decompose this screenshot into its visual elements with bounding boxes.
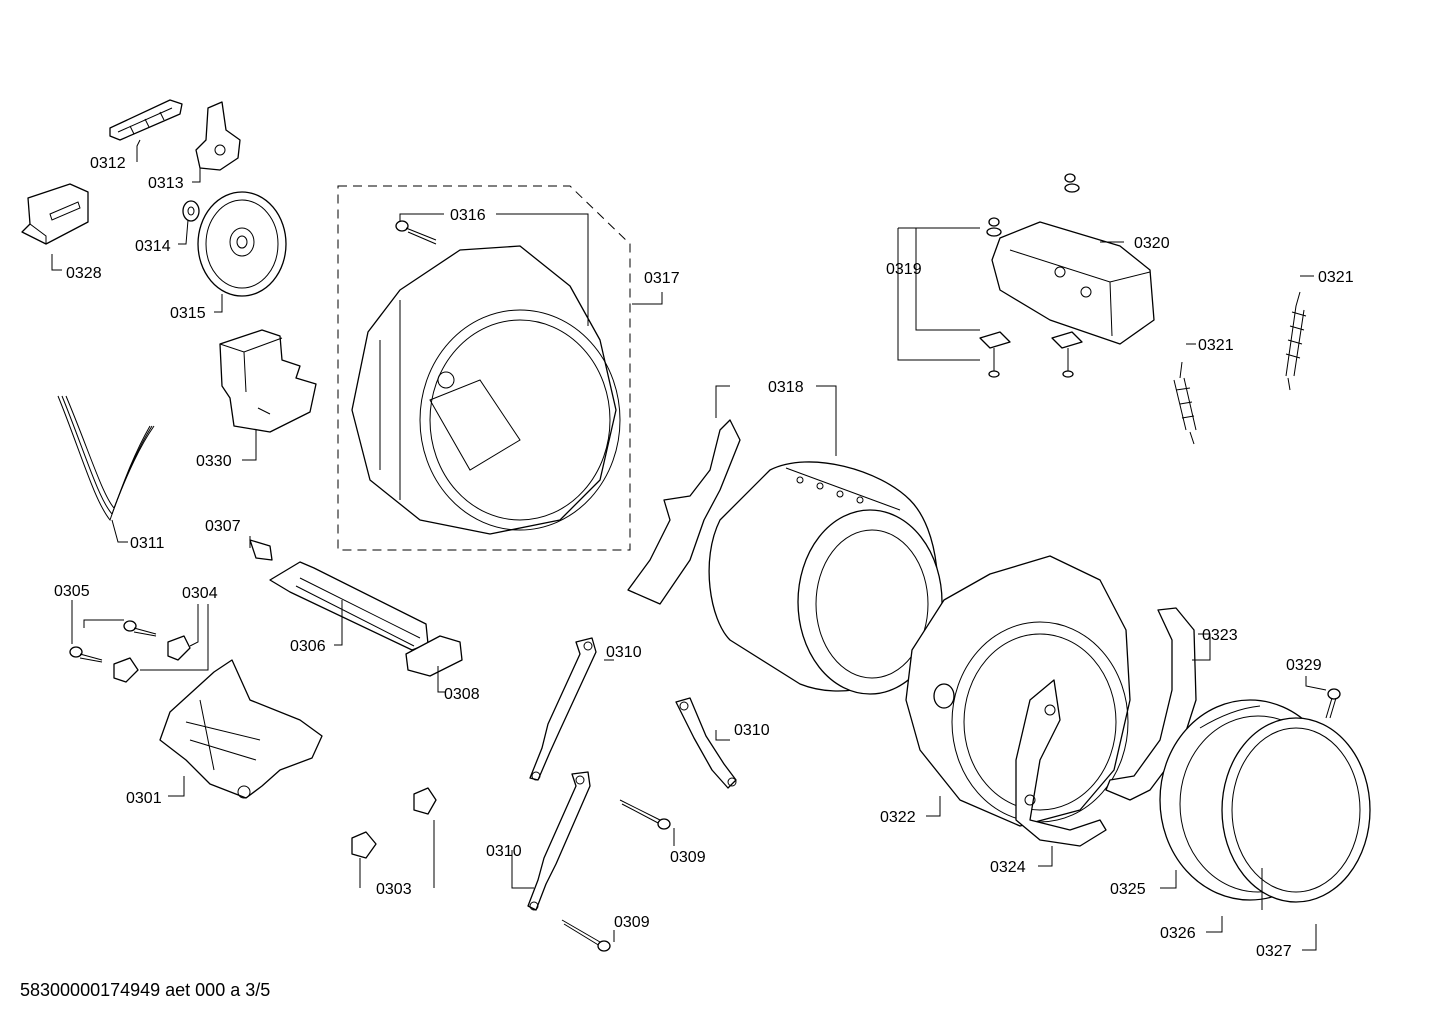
part-0306-heater [269,561,429,651]
part-0309-bolt-a [619,799,671,830]
part-0320-bracket [991,221,1155,345]
label-0318: 0318 [768,379,804,396]
label-0310: 0310 [606,644,642,661]
label-0315: 0315 [170,305,206,322]
part-0324-counterweight [1015,679,1107,847]
label-0307: 0307 [205,518,241,535]
label-0304: 0304 [182,585,218,602]
label-0320: 0320 [1134,235,1170,252]
label-0310: 0310 [486,843,522,860]
part-0310-damper-c [527,771,591,911]
document-code: 58300000174949 aet 000 a 3/5 [20,980,271,1000]
label-0303: 0303 [376,881,412,898]
label-0316: 0316 [450,207,486,224]
part-0311-belt [57,395,155,522]
label-0327: 0327 [1256,943,1292,960]
label-0305: 0305 [54,583,90,600]
part-0318-drum [627,419,943,695]
part-0328-bracket [21,183,89,245]
part-0327-spring [1199,705,1263,910]
part-0305-screws [69,620,157,663]
label-0314: 0314 [135,238,171,255]
label-0309: 0309 [614,914,650,931]
part-0304-bushings [113,635,191,683]
part-0321-spring-b [1173,361,1197,445]
part-0329-screw [1325,688,1341,719]
part-0310-damper-a [529,637,597,781]
part-0310-damper-b [675,697,737,789]
part-0330-mount [219,329,317,433]
label-0322: 0322 [880,809,916,826]
label-0319: 0319 [886,261,922,278]
label-0321: 0321 [1318,269,1354,286]
label-0309: 0309 [670,849,706,866]
label-0312: 0312 [90,155,126,172]
label-0324: 0324 [990,859,1026,876]
part-0316-screw [395,220,437,245]
label-0313: 0313 [148,175,184,192]
label-0308: 0308 [444,686,480,703]
leader-lines [51,139,1327,951]
part-0301-motor [159,659,323,799]
part-0312-bracket [109,99,183,141]
label-0329: 0329 [1286,657,1322,674]
part-0326-ring [1221,717,1371,903]
part-0309-bolt-b [561,919,611,952]
label-0328: 0328 [66,265,102,282]
label-0310: 0310 [734,722,770,739]
label-0321: 0321 [1198,337,1234,354]
part-0308-clip [405,635,463,677]
label-0330: 0330 [196,453,232,470]
label-0323: 0323 [1202,627,1238,644]
label-0301: 0301 [126,790,162,807]
label-0326: 0326 [1160,925,1196,942]
part-0322-front-tub [905,555,1131,827]
part-0315-pulley [197,191,287,297]
label-0306: 0306 [290,638,326,655]
part-0313-hinge [195,101,241,171]
part-0317-rear-tub [351,245,621,535]
part-0314-washer [182,200,200,222]
part-0319-fasteners [979,173,1083,378]
part-0307-plug [249,539,273,561]
label-0311: 0311 [130,535,165,552]
group-boundary-0317 [337,185,631,551]
part-labels: 0301 0303 0304 0305 0306 0307 0308 0309 … [54,155,1354,960]
part-0321-spring-a [1285,291,1307,391]
part-0303-bushings [351,787,437,859]
label-0325: 0325 [1110,881,1146,898]
label-0317: 0317 [644,270,680,287]
